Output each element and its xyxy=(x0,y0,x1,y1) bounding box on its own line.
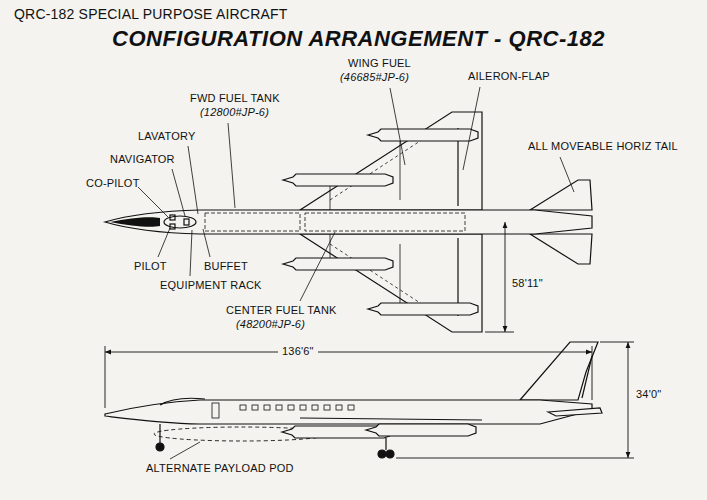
leader-lines xyxy=(188,146,198,214)
dimension-lines xyxy=(105,346,592,408)
crew-seat xyxy=(170,224,175,229)
part-label: LAVATORY xyxy=(138,130,195,143)
leader-lines xyxy=(190,230,192,276)
windows xyxy=(240,405,246,410)
engine-pod xyxy=(368,303,478,315)
side-view xyxy=(105,342,602,458)
part-label: PILOT xyxy=(134,260,167,273)
part-label: 136'6" xyxy=(278,345,318,358)
dimension-lines xyxy=(105,352,592,353)
diagram-title: CONFIGURATION ARRANGEMENT - QRC-182 xyxy=(112,26,605,52)
sheet-heading: QRC-182 SPECIAL PURPOSE AIRCRAFT xyxy=(14,8,288,21)
part-label: CO-PILOT xyxy=(86,177,140,190)
crew-seat xyxy=(184,219,189,225)
wheel xyxy=(386,450,394,458)
windows xyxy=(264,405,270,410)
windows xyxy=(300,405,306,410)
part-label: AILERON-FLAP xyxy=(468,70,550,83)
dimension-lines xyxy=(505,222,506,332)
nose-shading xyxy=(110,217,160,227)
canopy xyxy=(160,398,205,405)
part-label: 34'0" xyxy=(636,388,661,401)
engine-pod xyxy=(283,174,393,186)
part-label: ALTERNATE PAYLOAD POD xyxy=(146,462,294,475)
windows xyxy=(312,405,318,410)
crew-seat xyxy=(170,215,175,220)
dimension-lines xyxy=(396,342,634,458)
wing xyxy=(300,234,482,332)
pylon xyxy=(330,141,400,303)
dimension-lines xyxy=(485,332,514,333)
engine-pod xyxy=(368,129,478,141)
engine-pod xyxy=(283,258,393,270)
part-label: 58'11" xyxy=(512,277,543,290)
dimension-lines xyxy=(105,222,634,458)
part-label: NAVIGATOR xyxy=(110,153,175,166)
leader-lines xyxy=(170,442,200,459)
dimension-lines xyxy=(628,342,629,458)
part-label: BUFFET xyxy=(204,260,248,273)
part-label: WING FUEL xyxy=(348,57,411,70)
leader-lines xyxy=(138,187,168,217)
door xyxy=(212,403,219,418)
horizontal-tail xyxy=(548,408,602,416)
landing-gear xyxy=(160,424,386,450)
leader-lines xyxy=(228,123,235,208)
windows xyxy=(336,405,342,410)
leader-lines xyxy=(158,228,170,257)
windows xyxy=(348,405,354,410)
windows xyxy=(288,405,294,410)
fuel-tank xyxy=(305,213,465,231)
fin xyxy=(520,342,598,400)
windows xyxy=(324,405,330,410)
wheel xyxy=(156,443,164,451)
part-label: (12800#JP-6) xyxy=(200,106,269,119)
wing xyxy=(300,112,482,210)
part-label: CENTER FUEL TANK xyxy=(226,304,337,317)
fuselage xyxy=(105,400,592,424)
windows xyxy=(252,405,258,410)
part-label: FWD FUEL TANK xyxy=(190,92,280,105)
windows xyxy=(240,405,354,410)
leader-lines xyxy=(390,88,405,165)
windows xyxy=(276,405,282,410)
leader-lines xyxy=(300,232,335,301)
canopy xyxy=(164,216,196,228)
fuel-tank xyxy=(205,213,300,231)
fuselage xyxy=(105,210,592,234)
horizontal-tail xyxy=(530,234,592,264)
part-label: (48200#JP-6) xyxy=(236,318,305,331)
part-label: ALL MOVEABLE HORIZ TAIL xyxy=(528,140,678,153)
leader-lines xyxy=(463,87,480,170)
wheel xyxy=(378,450,386,458)
engine-pod xyxy=(366,424,476,436)
top-view xyxy=(105,112,592,332)
horizontal-tail xyxy=(530,180,592,210)
leader-lines xyxy=(172,169,185,216)
wing xyxy=(300,418,482,420)
leader-lines xyxy=(560,157,574,192)
leader-lines xyxy=(138,87,574,459)
rudder-line xyxy=(582,356,592,398)
leader-lines xyxy=(203,229,210,257)
part-label: EQUIPMENT RACK xyxy=(160,279,262,292)
part-label: (46685#JP-6) xyxy=(340,71,409,84)
